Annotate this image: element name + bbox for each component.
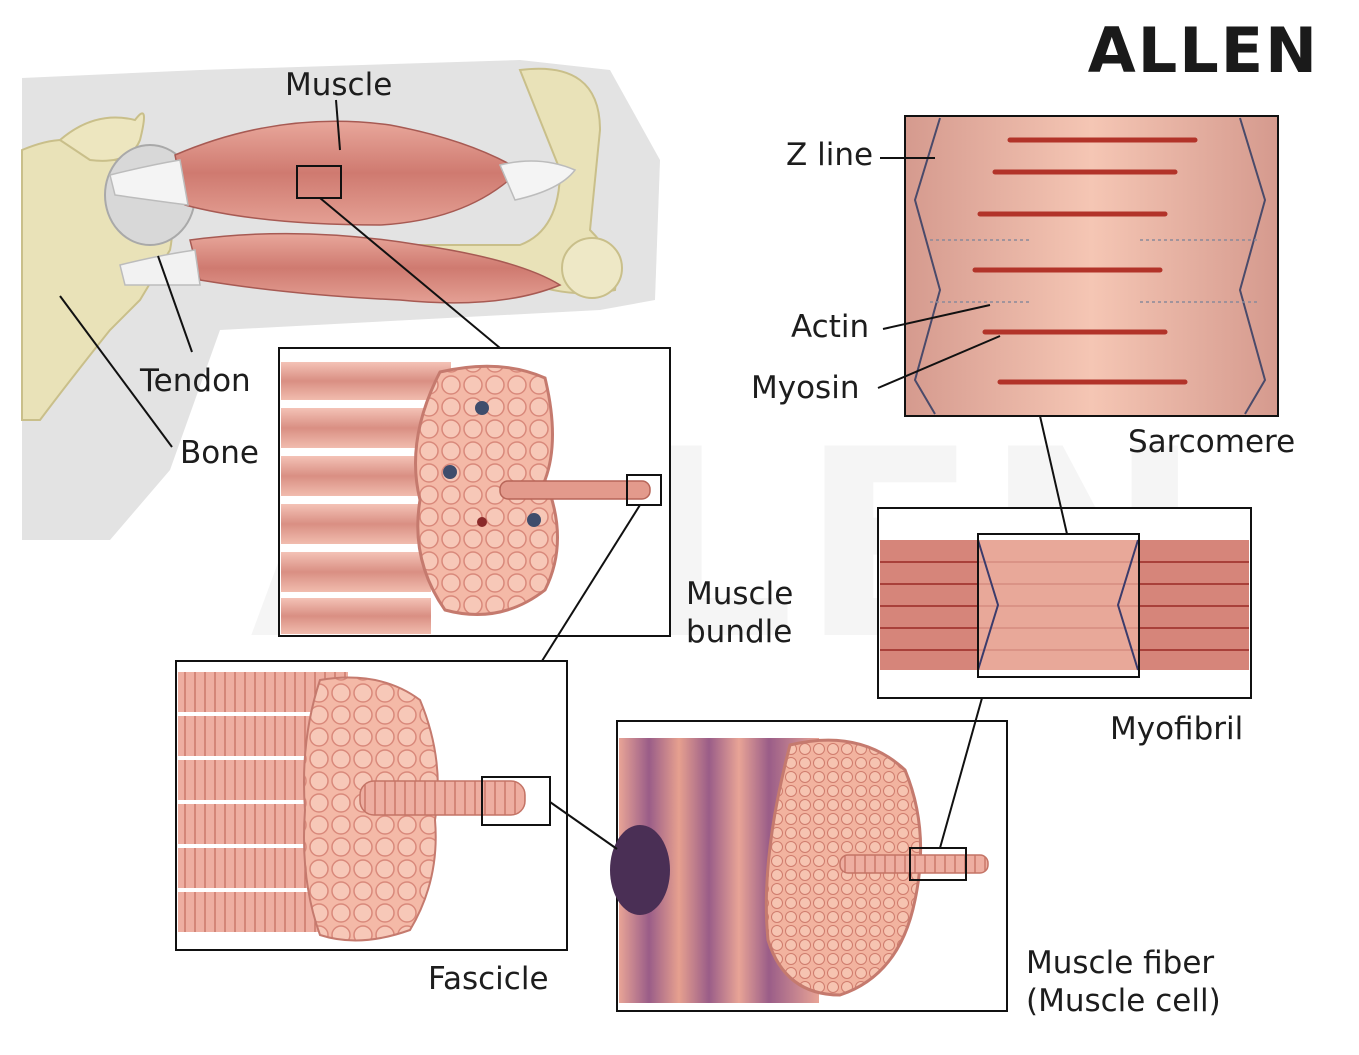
muscle-fiber-panel	[610, 720, 1008, 1012]
fascicle-panel	[175, 660, 568, 951]
label-actin: Actin	[791, 309, 870, 345]
label-muscle-bundle-1: Muscle	[686, 576, 794, 612]
myofibril-panel	[877, 507, 1252, 699]
label-muscle: Muscle	[285, 67, 393, 103]
label-muscle-fiber-1: Muscle fiber	[1026, 945, 1215, 981]
sarcomere-panel	[904, 115, 1279, 417]
tendon-shape	[109, 159, 189, 206]
label-myosin: Myosin	[751, 370, 860, 406]
label-sarcomere: Sarcomere	[1128, 424, 1296, 460]
arm-illustration	[21, 60, 660, 540]
label-fascicle: Fascicle	[428, 961, 549, 997]
allen-logo: ALLEN	[1087, 14, 1319, 87]
triceps-muscle	[189, 232, 562, 304]
label-muscle-fiber-2: (Muscle cell)	[1026, 983, 1221, 1019]
zoom-box-fiber	[909, 847, 967, 881]
zoom-box-myofibril	[977, 533, 1140, 678]
label-tendon: Tendon	[140, 363, 251, 399]
zoom-box-bundle	[626, 474, 662, 506]
bundle-cross-section	[414, 364, 559, 616]
label-z-line: Z line	[786, 137, 874, 173]
label-myofibril: Myofibril	[1110, 711, 1244, 747]
muscle-bundle-panel	[278, 347, 671, 637]
label-muscle-bundle-2: bundle	[686, 614, 793, 650]
label-bone: Bone	[180, 435, 259, 471]
zoom-box-muscle	[296, 165, 342, 199]
leader-lines	[59, 99, 1068, 850]
zoom-box-fascicle	[481, 776, 551, 826]
